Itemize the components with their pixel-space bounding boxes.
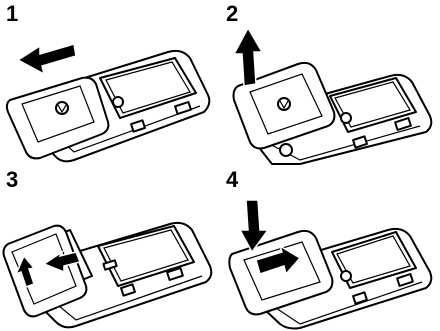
step-1-illustration: [0, 0, 220, 165]
step-4-panel: 4: [220, 166, 440, 331]
arrow-icon: [234, 28, 262, 86]
step-2-illustration: [220, 0, 440, 165]
step-3-panel: 3: [0, 166, 220, 331]
arrow-icon: [18, 44, 76, 74]
step-3-illustration: [0, 166, 220, 331]
step-2-panel: 2: [220, 0, 440, 165]
step-1-panel: 1: [0, 0, 220, 165]
step-4-illustration: [220, 166, 440, 331]
